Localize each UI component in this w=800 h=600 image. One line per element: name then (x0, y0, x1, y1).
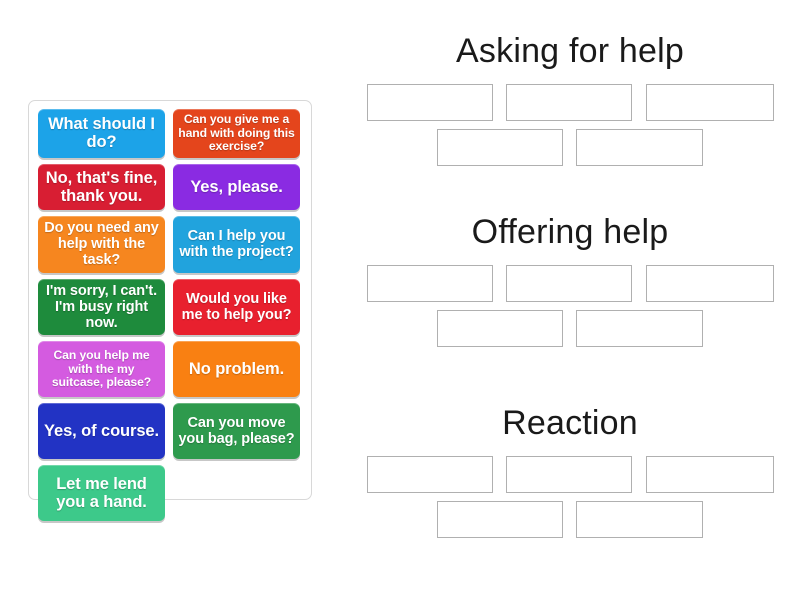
tile-can-you-move-your-bag[interactable]: Can you move you bag, please? (173, 403, 300, 460)
group-title: Offering help (471, 213, 669, 251)
tile-label: Let me lend you a hand. (56, 474, 147, 512)
drop-zone[interactable] (645, 84, 774, 121)
drop-zone-row-bottom (340, 501, 800, 538)
tile-label: Do you need any help with the task? (44, 219, 159, 269)
tile-no-problem[interactable]: No problem. (173, 341, 300, 398)
tile-no-thats-fine[interactable]: No, that's fine, thank you. (38, 163, 165, 210)
tile-label: Yes, please. (190, 177, 283, 196)
tile-label: Can you give me a hand with doing this e… (178, 112, 295, 154)
drop-zone[interactable] (645, 456, 774, 493)
tile-label: Would you like me to help you? (181, 290, 292, 324)
tile-grid: What should I do? Can you give me a hand… (38, 109, 302, 522)
tile-let-me-lend-you-a-hand[interactable]: Let me lend you a hand. (38, 465, 165, 522)
drop-zone[interactable] (576, 129, 703, 166)
group-reaction: Reaction (340, 406, 800, 538)
tile-im-sorry-i-cant[interactable]: I'm sorry, I can't. I'm busy right now. (38, 278, 165, 336)
drop-zone-row-bottom (340, 129, 800, 166)
drop-zone-row-top (340, 265, 800, 302)
tile-label: Yes, of course. (44, 422, 159, 441)
tile-label: No, that's fine, thank you. (45, 168, 158, 205)
drop-zone[interactable] (576, 501, 703, 538)
tile-label: Can you help me with the my suitcase, pl… (51, 347, 152, 390)
drop-zone-row-bottom (340, 310, 800, 347)
drop-zone[interactable] (437, 129, 563, 166)
group-asking-for-help: Asking for help (340, 34, 800, 166)
tile-label: No problem. (188, 360, 285, 379)
tile-label: What should I do? (48, 115, 155, 152)
tile-can-you-help-suitcase[interactable]: Can you help me with the my suitcase, pl… (38, 341, 165, 398)
tile-what-should-i-do[interactable]: What should I do? (38, 109, 165, 158)
drop-zone[interactable] (645, 265, 774, 302)
tile-label: I'm sorry, I can't. I'm busy right now. (45, 282, 158, 332)
tile-label: Can you move you bag, please? (178, 415, 295, 448)
tile-tray: What should I do? Can you give me a hand… (28, 100, 312, 522)
drop-zone-row-top (340, 84, 800, 121)
drop-zone[interactable] (366, 265, 493, 302)
tile-would-you-like-me-to-help[interactable]: Would you like me to help you? (173, 278, 300, 336)
tile-label: Can I help you with the project? (179, 228, 294, 261)
group-offering-help: Offering help (340, 215, 800, 347)
drop-zone[interactable] (437, 501, 563, 538)
drop-zone-row-top (340, 456, 800, 493)
drop-zone[interactable] (366, 456, 493, 493)
drop-zone[interactable] (437, 310, 563, 347)
tile-yes-please[interactable]: Yes, please. (173, 163, 300, 210)
group-title: Asking for help (456, 32, 684, 70)
group-columns: Asking for help Offering help Reaction (340, 0, 800, 600)
group-title: Reaction (502, 404, 638, 442)
drop-zone[interactable] (505, 265, 632, 302)
drop-zone[interactable] (505, 84, 632, 121)
tile-can-you-give-me-a-hand[interactable]: Can you give me a hand with doing this e… (173, 109, 300, 158)
tile-can-i-help-you-project[interactable]: Can I help you with the project? (173, 215, 300, 273)
drop-zone[interactable] (366, 84, 493, 121)
tile-yes-of-course[interactable]: Yes, of course. (38, 403, 165, 460)
drop-zone[interactable] (505, 456, 632, 493)
drop-zone[interactable] (576, 310, 703, 347)
tile-do-you-need-any-help[interactable]: Do you need any help with the task? (38, 215, 165, 273)
